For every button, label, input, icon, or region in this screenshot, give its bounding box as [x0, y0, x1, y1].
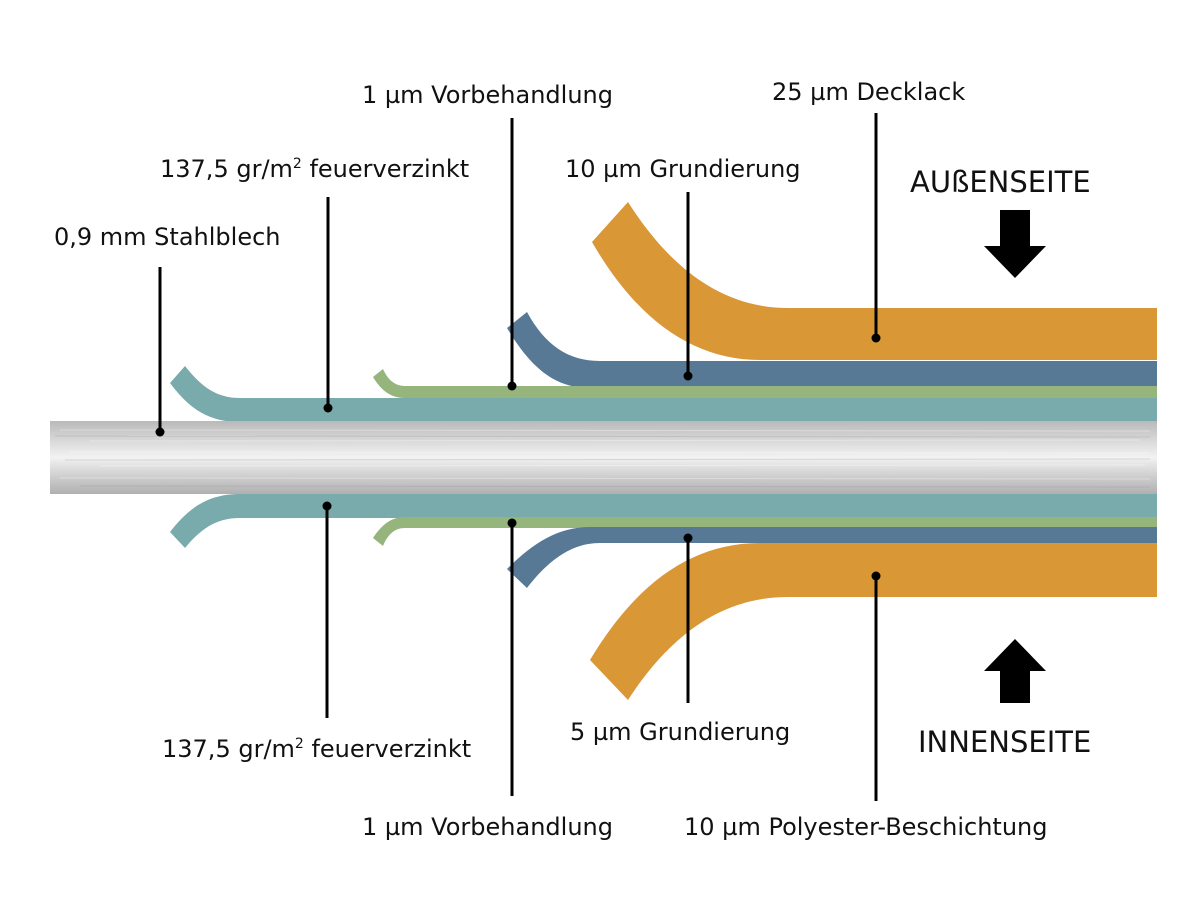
label-zinc-bottom-exponent: 2 — [294, 736, 304, 752]
steel-brush-texture — [59, 429, 1151, 480]
topcoat-layer-top — [592, 202, 1157, 360]
leader-dot-pretreat-top — [507, 381, 517, 391]
leader-dot-pretreat-bottom — [507, 518, 517, 528]
leader-dot-primer-top — [683, 371, 693, 381]
label-polyester-coating: 10 µm Polyester-Beschichtung — [684, 813, 1048, 841]
label-primer-top: 10 µm Grundierung — [565, 155, 801, 183]
pretreatment-layer-bottom — [373, 517, 1157, 546]
label-primer-bottom: 5 µm Grundierung — [570, 718, 791, 746]
label-zinc-bottom-text: feuerverzinkt — [303, 735, 472, 763]
label-pretreatment-top: 1 µm Vorbehandlung — [362, 81, 613, 109]
leader-dot-zinc-top — [323, 403, 333, 413]
topcoat-layer-bottom — [590, 543, 1157, 700]
leader-dot-topcoat — [871, 333, 881, 343]
zinc-layer-top — [170, 366, 1157, 422]
arrow-up-icon — [984, 639, 1046, 703]
zinc-layer-bottom — [170, 494, 1157, 548]
primer-layer-bottom — [507, 527, 1157, 588]
label-pretreatment-bottom: 1 µm Vorbehandlung — [362, 813, 613, 841]
label-topcoat: 25 µm Decklack — [772, 78, 966, 106]
leader-dot-zinc-bottom — [322, 501, 332, 511]
label-outside: AUßENSEITE — [910, 165, 1091, 199]
label-zinc-top-value: 137,5 gr/m — [160, 155, 293, 183]
label-steel-sheet: 0,9 mm Stahlblech — [54, 223, 281, 251]
arrow-down-icon — [984, 210, 1046, 278]
leader-dot-polyester — [871, 571, 881, 581]
leader-dot-primer-bottom — [683, 533, 693, 543]
label-zinc-top-exponent: 2 — [292, 156, 302, 172]
leader-dot-steel — [155, 427, 165, 437]
label-zinc-bottom-value: 137,5 gr/m — [162, 735, 295, 763]
label-zinc-bottom: 137,5 gr/m2 feuerverzinkt — [162, 737, 471, 761]
label-inside: INNENSEITE — [918, 725, 1092, 759]
pretreatment-layer-top — [373, 369, 1157, 398]
label-zinc-top: 137,5 gr/m2 feuerverzinkt — [160, 157, 469, 181]
label-zinc-top-text: feuerverzinkt — [301, 155, 470, 183]
steel-brush-texture-dark — [54, 435, 1151, 488]
steel-sheet — [50, 421, 1157, 494]
primer-layer-top — [507, 312, 1157, 388]
